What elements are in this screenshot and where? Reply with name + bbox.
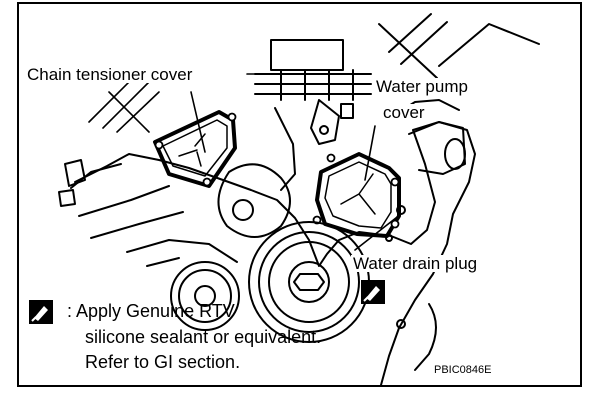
engine-block-outline <box>74 121 476 385</box>
upper-right-bars <box>378 13 540 79</box>
note-line-1: : Apply Genuine RTV <box>67 301 235 321</box>
water-drain-plug-label: Water drain plug <box>351 254 480 273</box>
rtv-sealant-icon <box>361 280 385 304</box>
water-pump-cover-label-line2: cover <box>381 103 427 122</box>
note-line-3: Refer to GI section. <box>85 352 241 372</box>
diagram-frame: Chain tensioner cover Water pump cover W… <box>17 2 582 387</box>
chain-tensioner-cover-shape <box>153 110 237 188</box>
leader-lines <box>190 73 402 251</box>
center-idler-pulley <box>217 99 354 238</box>
top-grille <box>254 39 372 101</box>
water-pump-leader <box>364 125 376 181</box>
chain-tensioner-leader <box>190 91 206 153</box>
lower-left-pulleys <box>126 239 240 331</box>
water-pump-cover-shape <box>312 152 401 238</box>
block-ribs <box>70 163 184 239</box>
left-bracket <box>64 159 86 187</box>
rtv-sealant-icon <box>29 300 53 324</box>
figure-code: PBIC0846E <box>433 364 493 376</box>
engine-front-illustration <box>58 13 540 385</box>
chain-tensioner-cover-label: Chain tensioner cover <box>25 65 195 84</box>
note-line-2: silicone sealant or equivalent. <box>85 327 322 347</box>
lower-right-bracket <box>396 303 437 371</box>
left-bolt-boss <box>58 189 76 207</box>
water-pump-cover-label-line1: Water pump <box>374 77 470 96</box>
water-drain-plug-leader <box>354 213 402 251</box>
